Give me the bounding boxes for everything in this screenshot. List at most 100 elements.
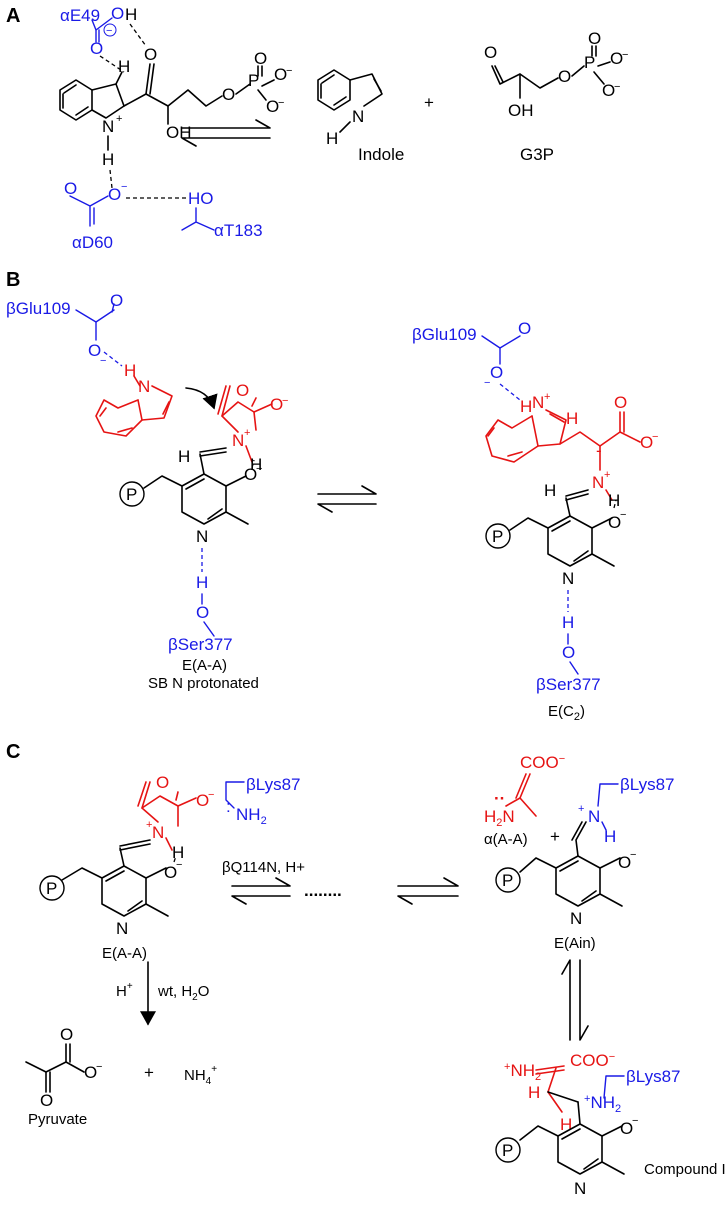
svg-text:P: P: [126, 485, 137, 504]
svg-text:N: N: [592, 473, 604, 492]
svg-text:N: N: [562, 569, 574, 588]
alpha-aa-carboxylate-upper: COO−: [520, 753, 565, 772]
residue-alpha-t183: αT183: [214, 221, 263, 240]
svg-text::: :: [226, 797, 231, 816]
down-reagent: wt, H2O: [157, 983, 209, 1003]
alpha-aa-label: α(A-A): [484, 831, 528, 848]
svg-text:O: O: [196, 603, 209, 622]
svg-text:−: −: [652, 431, 658, 443]
svg-text:O: O: [608, 513, 621, 532]
svg-text:−: −: [208, 789, 214, 801]
panel-a-enzyme-substrate: αE49 O H O − H N + H O OH O P O: [59, 4, 292, 252]
svg-text:OH: OH: [166, 123, 192, 142]
residue-beta-ser377-left: βSer377: [168, 635, 233, 654]
svg-text:O: O: [60, 1025, 73, 1044]
svg-text:N: N: [352, 107, 364, 126]
panel-c-compound-i: +NH2 COO− H H βLys87 +NH2 O − N P Compou…: [495, 1051, 726, 1198]
svg-text:+: +: [544, 391, 550, 403]
svg-text:O: O: [588, 29, 601, 48]
panel-a-plus: +: [424, 93, 434, 112]
svg-text:H: H: [520, 397, 532, 416]
svg-text:H: H: [250, 455, 262, 474]
ammonium-label: NH4+: [184, 1064, 217, 1087]
g3p-label: G3P: [520, 145, 554, 164]
e-ain-label: E(Ain): [554, 935, 596, 952]
svg-text:O: O: [614, 393, 627, 412]
svg-text:O: O: [610, 49, 623, 68]
svg-text:OH: OH: [508, 101, 534, 120]
svg-text:−: −: [96, 1061, 102, 1073]
panel-b-label: B: [6, 269, 20, 291]
svg-text:N: N: [102, 117, 114, 136]
svg-text:+: +: [116, 113, 122, 125]
svg-text:−: −: [282, 395, 288, 407]
right-caption: E(C2): [548, 703, 585, 723]
panel-c-plus-1: +: [144, 1063, 154, 1082]
svg-text:N: N: [570, 909, 582, 928]
panel-c-forward-equilibrium: βQ114N, H+ ........: [222, 859, 459, 905]
svg-text:O: O: [518, 319, 531, 338]
svg-text:H: H: [118, 57, 130, 76]
svg-text:O: O: [156, 773, 169, 792]
panel-b-equilibrium-arrow: [317, 485, 377, 513]
svg-text:O: O: [111, 4, 124, 23]
svg-text:O: O: [110, 291, 123, 310]
svg-text:O: O: [84, 1063, 97, 1082]
svg-text:+NH2: +NH2: [504, 1061, 541, 1083]
svg-text:N: N: [532, 393, 544, 412]
residue-beta-lys87-compound-i: βLys87: [626, 1067, 681, 1086]
svg-text:N: N: [152, 823, 164, 842]
svg-text:H: H: [102, 150, 114, 169]
svg-text:O: O: [64, 179, 77, 198]
e-aa-label: E(A-A): [102, 945, 147, 962]
svg-text:O: O: [244, 465, 257, 484]
svg-text:−: −: [286, 65, 292, 77]
left-caption-2: SB N protonated: [148, 675, 259, 692]
svg-text:NH2: NH2: [236, 805, 267, 827]
compound-i-carboxylate: COO−: [570, 1051, 615, 1070]
svg-text:O: O: [270, 395, 283, 414]
svg-text:H: H: [562, 613, 574, 632]
panel-a-equilibrium-arrow: [181, 119, 271, 147]
svg-text:N: N: [116, 919, 128, 938]
svg-text:O: O: [164, 863, 177, 882]
svg-text:H: H: [196, 573, 208, 592]
svg-text:O: O: [88, 341, 101, 360]
svg-text:O: O: [144, 45, 157, 64]
svg-text:H: H: [528, 1083, 540, 1102]
svg-text:−: −: [100, 355, 106, 367]
svg-text:+: +: [146, 819, 152, 831]
svg-text:+NH2: +NH2: [584, 1093, 621, 1115]
svg-text:P: P: [492, 527, 503, 546]
svg-text:H: H: [125, 5, 137, 24]
svg-text:−: −: [614, 81, 620, 93]
svg-text:··: ··: [494, 789, 505, 808]
panel-c-vertical-equilibrium: [561, 959, 589, 1041]
svg-text:H: H: [172, 843, 184, 862]
svg-text:O: O: [274, 65, 287, 84]
svg-text:−: −: [632, 1115, 638, 1127]
panel-c-plus-2: +: [550, 827, 560, 846]
pyruvate-label: Pyruvate: [28, 1111, 87, 1128]
svg-text:P: P: [46, 879, 57, 898]
svg-text:HO: HO: [188, 189, 214, 208]
panel-b-left-species: βGlu109 O O − H N O O − N + H H: [6, 291, 288, 692]
svg-text:−: −: [106, 25, 112, 37]
svg-text:P: P: [502, 1141, 513, 1160]
svg-text:O: O: [236, 381, 249, 400]
residue-beta-glu109-left: βGlu109: [6, 299, 71, 318]
svg-text:H: H: [124, 361, 136, 380]
panel-c-e-ain: COO− H2N ·· α(A-A) + βLys87 N + H O − N …: [484, 753, 675, 952]
svg-text:−: −: [278, 97, 284, 109]
indole-label: Indole: [358, 145, 404, 164]
svg-text:O: O: [562, 643, 575, 662]
compound-i-label: Compound I: [644, 1161, 726, 1178]
svg-text:O: O: [266, 97, 279, 116]
svg-text:O: O: [222, 85, 235, 104]
svg-text:O: O: [490, 363, 503, 382]
svg-text:O: O: [484, 43, 497, 62]
svg-text:N: N: [138, 377, 150, 396]
down-proton: H+: [116, 981, 133, 1000]
svg-text:N: N: [232, 431, 244, 450]
